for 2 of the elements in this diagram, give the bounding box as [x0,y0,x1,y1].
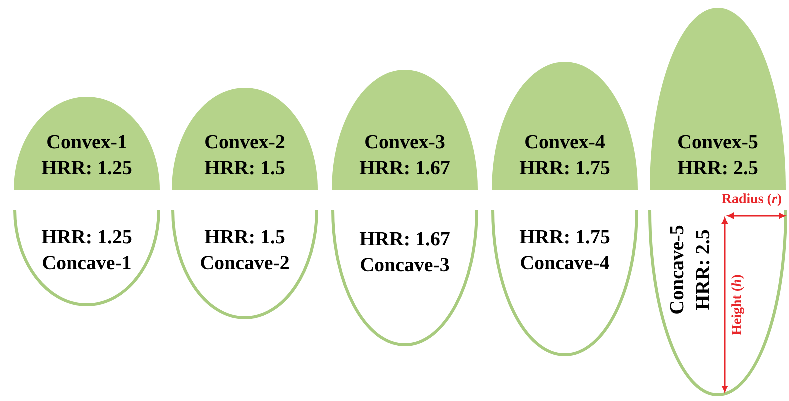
dimension-label: Height (h) [732,275,744,336]
dimension-label: Radius (r) [722,194,782,206]
